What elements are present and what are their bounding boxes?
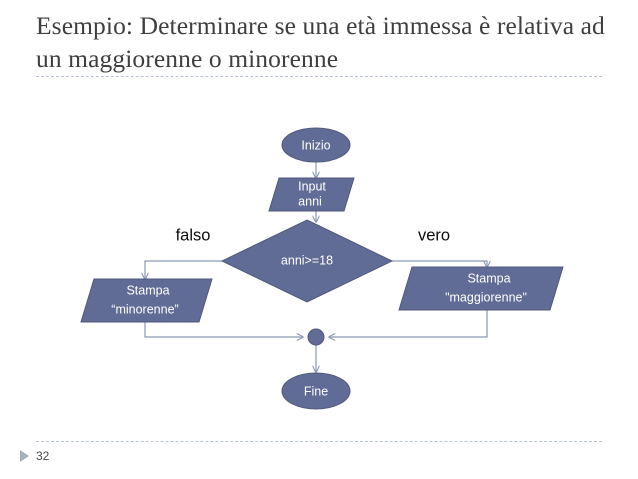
- stampa-minorenne-parallelogram-shape: [80, 278, 213, 323]
- node-inizio[interactable]: Inizio: [281, 127, 351, 163]
- edge-decision-false: [145, 260, 222, 279]
- node-stampa-minorenne[interactable]: Stampa “minorenne”: [80, 278, 213, 323]
- stampa-minorenne-label-line1: Stampa: [126, 283, 169, 297]
- inizio-label: Inizio: [301, 138, 330, 152]
- edge-true-to-merge: [329, 310, 488, 337]
- branch-label-vero: vero: [418, 226, 450, 244]
- fine-ellipse-shape: [281, 372, 351, 410]
- input-anni-label-line2: anni: [298, 194, 322, 208]
- stampa-maggiorenne-label-line2: "maggiorenne": [445, 290, 527, 304]
- branch-label-falso: falso: [176, 226, 211, 244]
- node-input-anni[interactable]: Input anni: [268, 177, 355, 212]
- input-anni-parallelogram-shape: [268, 177, 355, 212]
- stampa-maggiorenne-label-line1: Stampa: [467, 271, 510, 285]
- page-number: 32: [36, 449, 50, 463]
- stampa-minorenne-label-line2: “minorenne”: [111, 302, 178, 316]
- edge-decision-true: [392, 260, 487, 267]
- flowchart-diagram: Inizio Input anni anni>=18 falso vero St…: [80, 127, 564, 410]
- footer-divider: [36, 441, 602, 442]
- triangle-bullet-icon: [20, 450, 29, 462]
- input-anni-label-line1: Input: [298, 179, 326, 193]
- stampa-maggiorenne-parallelogram-shape: [398, 266, 564, 311]
- connector-group: [145, 162, 487, 372]
- node-decision[interactable]: anni>=18: [220, 219, 394, 303]
- title-divider: [36, 76, 602, 77]
- decision-diamond-shape: [220, 219, 394, 303]
- inizio-ellipse-shape: [281, 127, 351, 163]
- fine-label: Fine: [304, 384, 328, 398]
- decision-label: anni>=18: [281, 253, 333, 267]
- page-title: Esempio: Determinare se una età immessa …: [36, 11, 612, 73]
- merge-dot-shape: [307, 328, 325, 346]
- node-merge-point[interactable]: [307, 328, 325, 346]
- edge-false-to-merge: [144, 322, 303, 337]
- node-fine[interactable]: Fine: [281, 372, 351, 410]
- node-stampa-maggiorenne[interactable]: Stampa "maggiorenne": [398, 266, 564, 311]
